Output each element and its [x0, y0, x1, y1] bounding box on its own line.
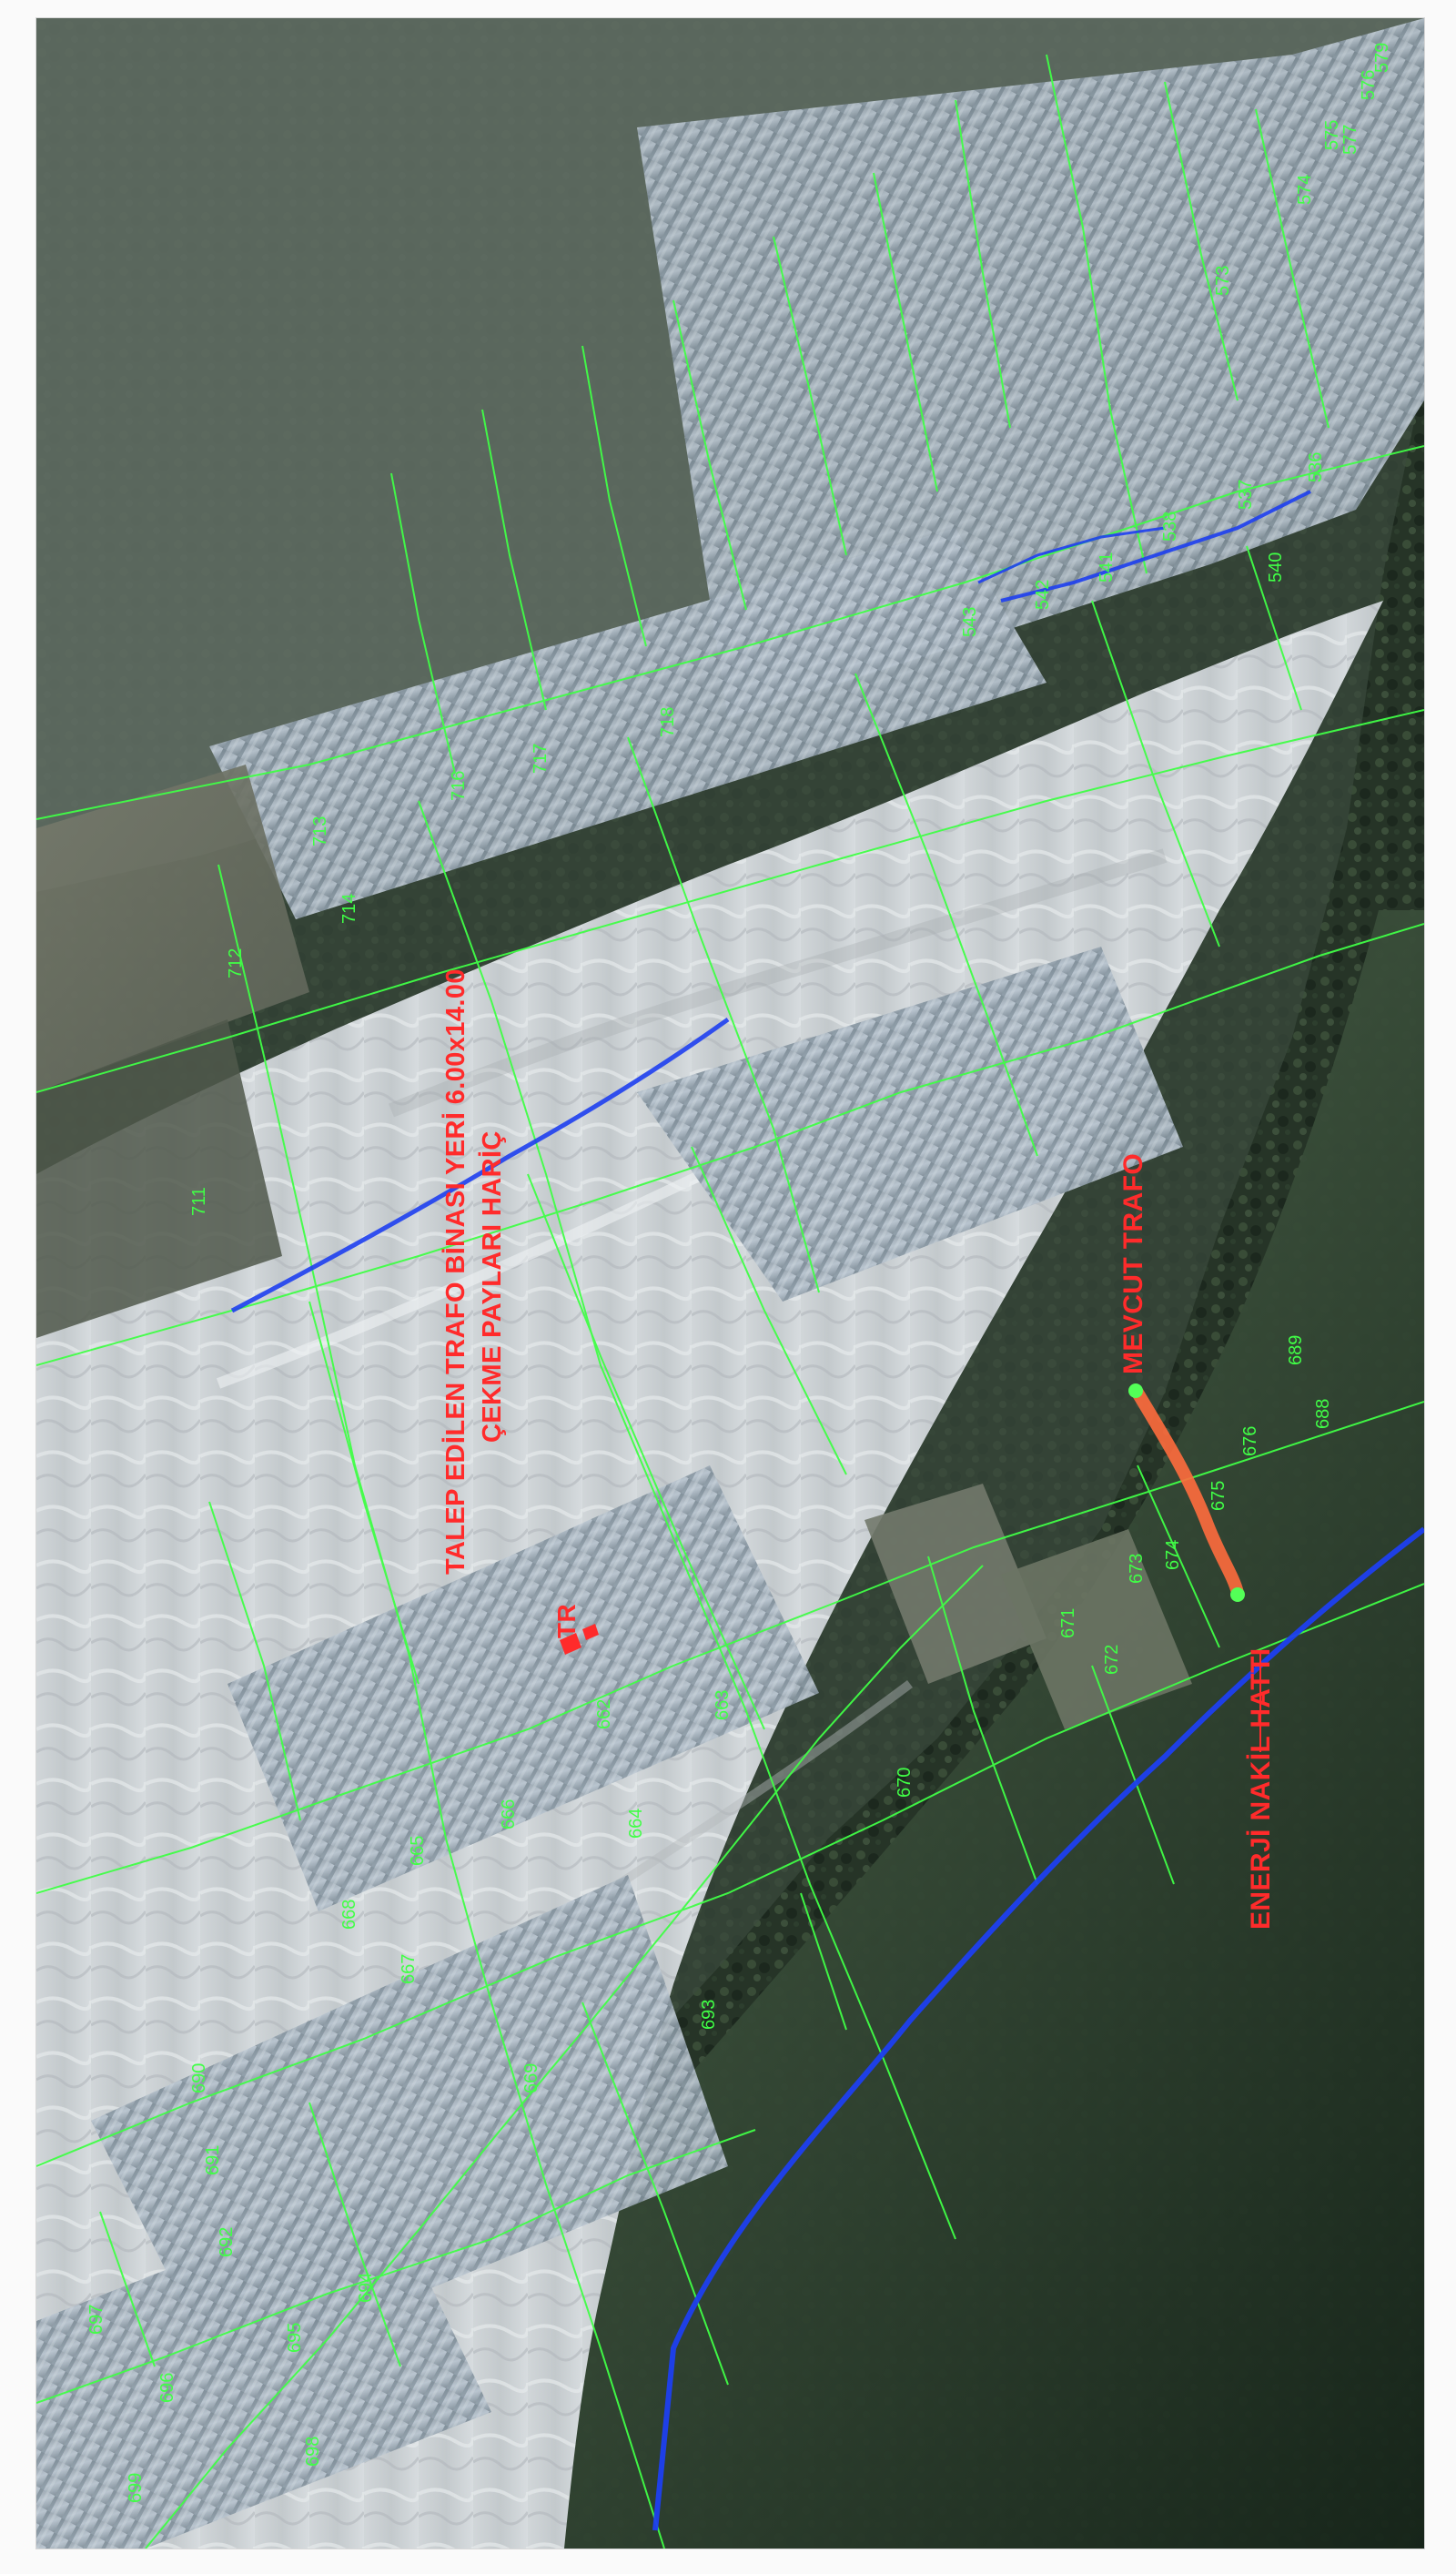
greenhouse-blocks: [36, 18, 1424, 2549]
parcel-number: 540: [1266, 552, 1286, 583]
parcel-number: 541: [1097, 552, 1117, 583]
parcel-number: 717: [531, 744, 551, 774]
parcel-number: 711: [189, 1187, 209, 1216]
parcel-number: 675: [1208, 1481, 1228, 1511]
map-canvas: 711 712 714 713 716 717 718 543 542 541 …: [36, 18, 1424, 2549]
parcel-number: 674: [1163, 1540, 1183, 1570]
parcel-number: 713: [310, 816, 330, 846]
parcel-number: 696: [157, 2373, 177, 2403]
enerji-nakil-hatti-label: ENERJİ NAKİL HATTI: [1246, 1648, 1276, 1930]
parcel-number: 576: [1359, 70, 1379, 100]
parcel-number: 669: [521, 2063, 541, 2093]
parcel-number: 676: [1240, 1426, 1260, 1456]
parcel-number: 664: [626, 1809, 646, 1839]
parcel-number: 698: [303, 2437, 323, 2467]
parcel-number: 538: [1160, 512, 1180, 542]
parcel-number: 695: [285, 2323, 305, 2353]
map-frame: 711 712 714 713 716 717 718 543 542 541 …: [36, 18, 1424, 2549]
parcel-number-labels: 711 712 714 713 716 717 718 543 542 541 …: [86, 43, 1392, 2503]
parcel-number: 573: [1213, 266, 1233, 296]
parcel-number: 542: [1033, 580, 1053, 610]
talep-label-line-2: ÇEKME PAYLARI HARİÇ: [478, 1130, 507, 1443]
parcel-number: 689: [1286, 1335, 1306, 1365]
parcel-number: 699: [126, 2473, 146, 2503]
parcel-number: 543: [960, 607, 980, 637]
mevcut-trafo-label: MEVCUT TRAFO: [1118, 1153, 1148, 1374]
parcel-number: 714: [339, 894, 359, 924]
parcel-number: 697: [86, 2305, 106, 2335]
parcel-number: 574: [1295, 175, 1315, 205]
red-markers: [560, 1624, 1261, 1752]
parcel-number: 575: [1322, 120, 1342, 150]
parcel-number: 536: [1306, 452, 1326, 482]
parcel-number: 579: [1372, 43, 1392, 73]
parcel-lines: [36, 54, 1424, 2549]
parcel-number: 666: [499, 1799, 519, 1829]
field-patches: [36, 765, 1192, 1729]
parcel-number: 672: [1102, 1645, 1122, 1675]
parcel-number: 712: [226, 948, 246, 978]
blue-lines: [230, 490, 1424, 2531]
tr-label: TR: [552, 1604, 581, 1638]
main-annotations: TALEP EDİLEN TRAFO BİNASI YERİ 6.00x14.0…: [441, 968, 1276, 1930]
parcel-number: 662: [594, 1699, 614, 1729]
route-highlight: [1128, 1383, 1245, 1602]
parcel-number: 537: [1236, 480, 1256, 510]
parcel-number: 718: [658, 707, 678, 737]
parcel-number: 668: [339, 1900, 359, 1930]
parcel-number: 665: [408, 1836, 428, 1866]
parcel-number: 667: [399, 1954, 419, 1984]
parcel-number: 673: [1127, 1554, 1147, 1584]
parcel-number: 577: [1340, 125, 1360, 155]
parcel-number: 690: [189, 2063, 209, 2093]
parcel-number: 688: [1313, 1399, 1333, 1429]
parcel-number: 671: [1058, 1608, 1078, 1638]
parcel-number: 693: [699, 2000, 719, 2030]
parcel-number: 663: [713, 1690, 733, 1720]
parcel-number: 694: [356, 2273, 376, 2303]
parcel-number: 692: [217, 2227, 237, 2257]
parcel-number: 670: [895, 1768, 915, 1798]
parcel-number: 716: [449, 771, 469, 801]
talep-label-line-1: TALEP EDİLEN TRAFO BİNASI YERİ 6.00x14.0…: [441, 968, 470, 1575]
parcel-number: 691: [203, 2145, 223, 2175]
